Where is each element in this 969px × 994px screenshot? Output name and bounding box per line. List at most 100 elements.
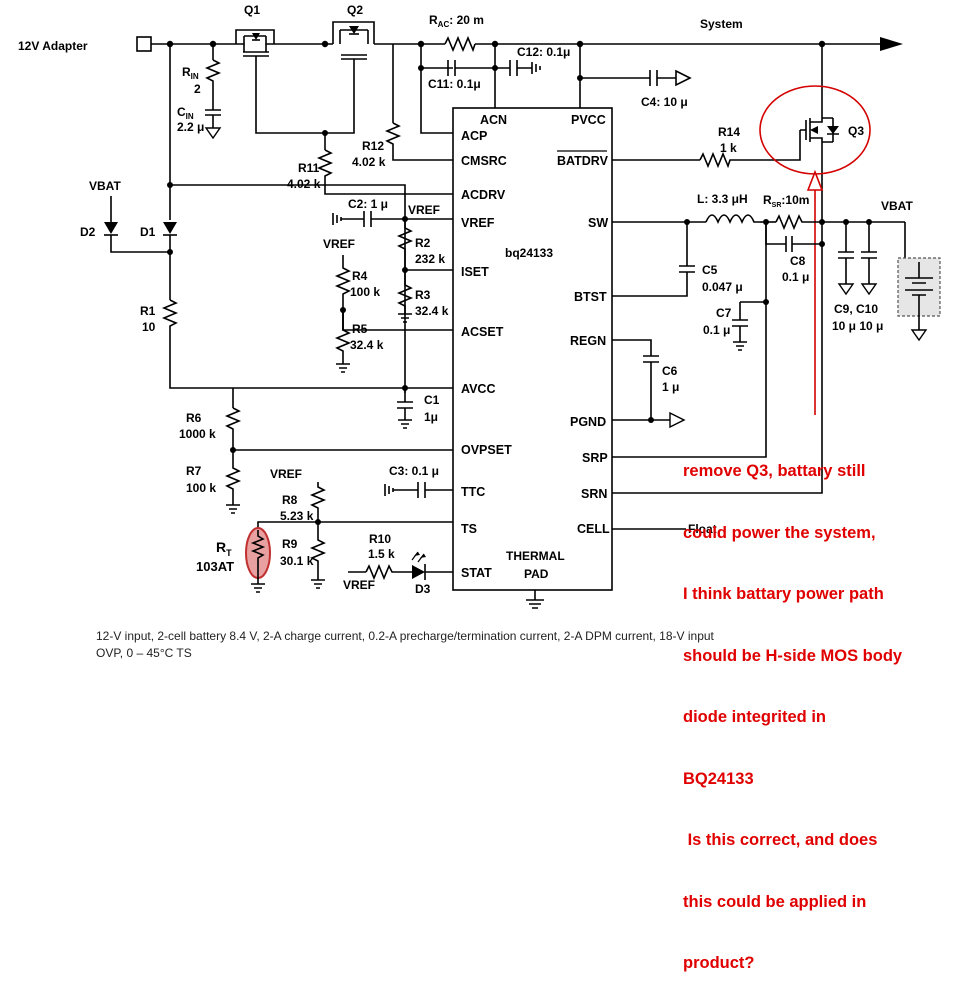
annotation-line-3: I think battary power path xyxy=(683,585,884,603)
r4-value: 100 k xyxy=(350,285,380,299)
pin-cell: CELL xyxy=(577,522,610,536)
rt-value: 103AT xyxy=(196,559,234,574)
pin-acset: ACSET xyxy=(461,325,504,339)
pin-stat: STAT xyxy=(461,566,492,580)
r10-value: 1.5 k xyxy=(368,547,395,561)
adapter-terminal xyxy=(136,36,152,52)
rsr-label: RSR:10m xyxy=(763,193,809,209)
pin-regn: REGN xyxy=(570,334,606,348)
pin-sw: SW xyxy=(588,216,608,230)
c9c10-value: 10 μ 10 μ xyxy=(832,319,883,333)
q3-mosfet xyxy=(800,44,839,222)
r4-resistor xyxy=(334,255,352,330)
pin-pvcc: PVCC xyxy=(571,113,606,127)
q2-mosfet xyxy=(332,21,375,68)
thermal-pad-label-2: PAD xyxy=(524,567,549,581)
r3-resistor xyxy=(396,270,414,323)
r4-label: R4 xyxy=(352,269,368,283)
vbat-right-label: VBAT xyxy=(881,199,913,213)
d2-diode xyxy=(104,222,118,236)
q1-label: Q1 xyxy=(244,3,260,17)
r5-value: 32.4 k xyxy=(350,338,384,352)
r3-label: R3 xyxy=(415,288,431,302)
cell-float-label: Float xyxy=(688,522,717,536)
system-label: System xyxy=(700,17,743,31)
r12-label: R12 xyxy=(362,139,384,153)
r1-label: R1 xyxy=(140,304,156,318)
red-annotation-note: remove Q3, battary still could power the… xyxy=(683,420,968,994)
r1-value: 10 xyxy=(142,320,156,334)
r6-resistor xyxy=(224,407,242,450)
c2-label: C2: 1 μ xyxy=(348,197,388,211)
q1-mosfet xyxy=(235,29,275,68)
rt-resistor xyxy=(250,530,266,593)
r12-resistor xyxy=(384,122,453,161)
r11-resistor xyxy=(316,149,453,195)
pin-acp: ACP xyxy=(461,129,487,143)
annotation-line-9: product? xyxy=(683,954,755,972)
c8-label: C8 xyxy=(790,254,806,268)
ic-part-number: bq24133 xyxy=(505,246,553,260)
vref-c2-label: VREF xyxy=(408,203,440,217)
r7-resistor xyxy=(224,450,242,514)
r14-value: 1 k xyxy=(720,141,737,155)
annotation-line-8: this could be applied in xyxy=(683,892,867,911)
annotation-line-7: Is this correct, and does xyxy=(683,831,878,849)
vref-r4-label: VREF xyxy=(323,237,355,251)
annotation-line-4: should be H-side MOS body xyxy=(683,646,903,665)
r8-label: R8 xyxy=(282,493,298,507)
c8-value: 0.1 μ xyxy=(782,270,809,284)
d1-diode xyxy=(163,222,177,236)
c7-value: 0.1 μ xyxy=(703,323,730,337)
system-arrow xyxy=(880,37,903,51)
r2-value: 232 k xyxy=(415,252,445,266)
l-label: L: 3.3 μH xyxy=(697,192,748,206)
pin-iset: ISET xyxy=(461,265,489,279)
q3-label: Q3 xyxy=(848,124,864,138)
c12-label: C12: 0.1μ xyxy=(517,45,570,59)
r7-value: 100 k xyxy=(186,481,216,495)
c11-label: C11: 0.1μ xyxy=(428,77,481,91)
c6-label: C6 xyxy=(662,364,678,378)
caption-line-2: OVP, 0 – 45°C TS xyxy=(96,646,192,660)
c3-label: C3: 0.1 μ xyxy=(389,464,439,478)
rin-value: 2 xyxy=(194,82,201,96)
c1-label: C1 xyxy=(424,393,440,407)
c9c10-label: C9, C10 xyxy=(834,302,878,316)
pin-srp: SRP xyxy=(582,451,608,465)
c5-label: C5 xyxy=(702,263,718,277)
c1-value: 1μ xyxy=(424,410,438,424)
thermal-pad-label-1: THERMAL xyxy=(506,549,565,563)
c4-label: C4: 10 μ xyxy=(641,95,688,109)
r1-resistor xyxy=(161,299,405,389)
r7-label: R7 xyxy=(186,464,202,478)
rin-resistor xyxy=(204,59,222,110)
rt-label: RT xyxy=(216,539,232,558)
r2-label: R2 xyxy=(415,236,431,250)
r11-value: 4.02 k xyxy=(287,177,321,191)
r9-resistor xyxy=(309,522,327,589)
figure-caption: 12-V input, 2-cell battery 8.4 V, 2-A ch… xyxy=(96,628,896,662)
vref-stat-label: VREF xyxy=(343,578,375,592)
cin-label: CIN xyxy=(177,105,194,121)
pin-vref: VREF xyxy=(461,216,495,230)
c7-label: C7 xyxy=(716,306,732,320)
annotation-line-1: remove Q3, battary still xyxy=(683,462,866,480)
vbat-left-label: VBAT xyxy=(89,179,121,193)
d3-label: D3 xyxy=(415,582,431,596)
r6-label: R6 xyxy=(186,411,202,425)
r8-value: 5.23 k xyxy=(280,509,314,523)
d2-label: D2 xyxy=(80,225,96,239)
pin-avcc: AVCC xyxy=(461,382,496,396)
r9-value: 30.1 k xyxy=(280,554,314,568)
pin-ttc: TTC xyxy=(461,485,485,499)
pin-acdrv: ACDRV xyxy=(461,188,506,202)
pin-pgnd: PGND xyxy=(570,415,606,429)
adapter-label: 12V Adapter xyxy=(18,39,88,53)
r12-value: 4.02 k xyxy=(352,155,386,169)
annotation-line-5: diode integrited in xyxy=(683,708,826,726)
q2-label: Q2 xyxy=(347,3,363,17)
rac-label: RAC: 20 m xyxy=(429,13,484,29)
pin-batdrv: BATDRV xyxy=(557,154,609,168)
d3-led xyxy=(411,551,453,580)
